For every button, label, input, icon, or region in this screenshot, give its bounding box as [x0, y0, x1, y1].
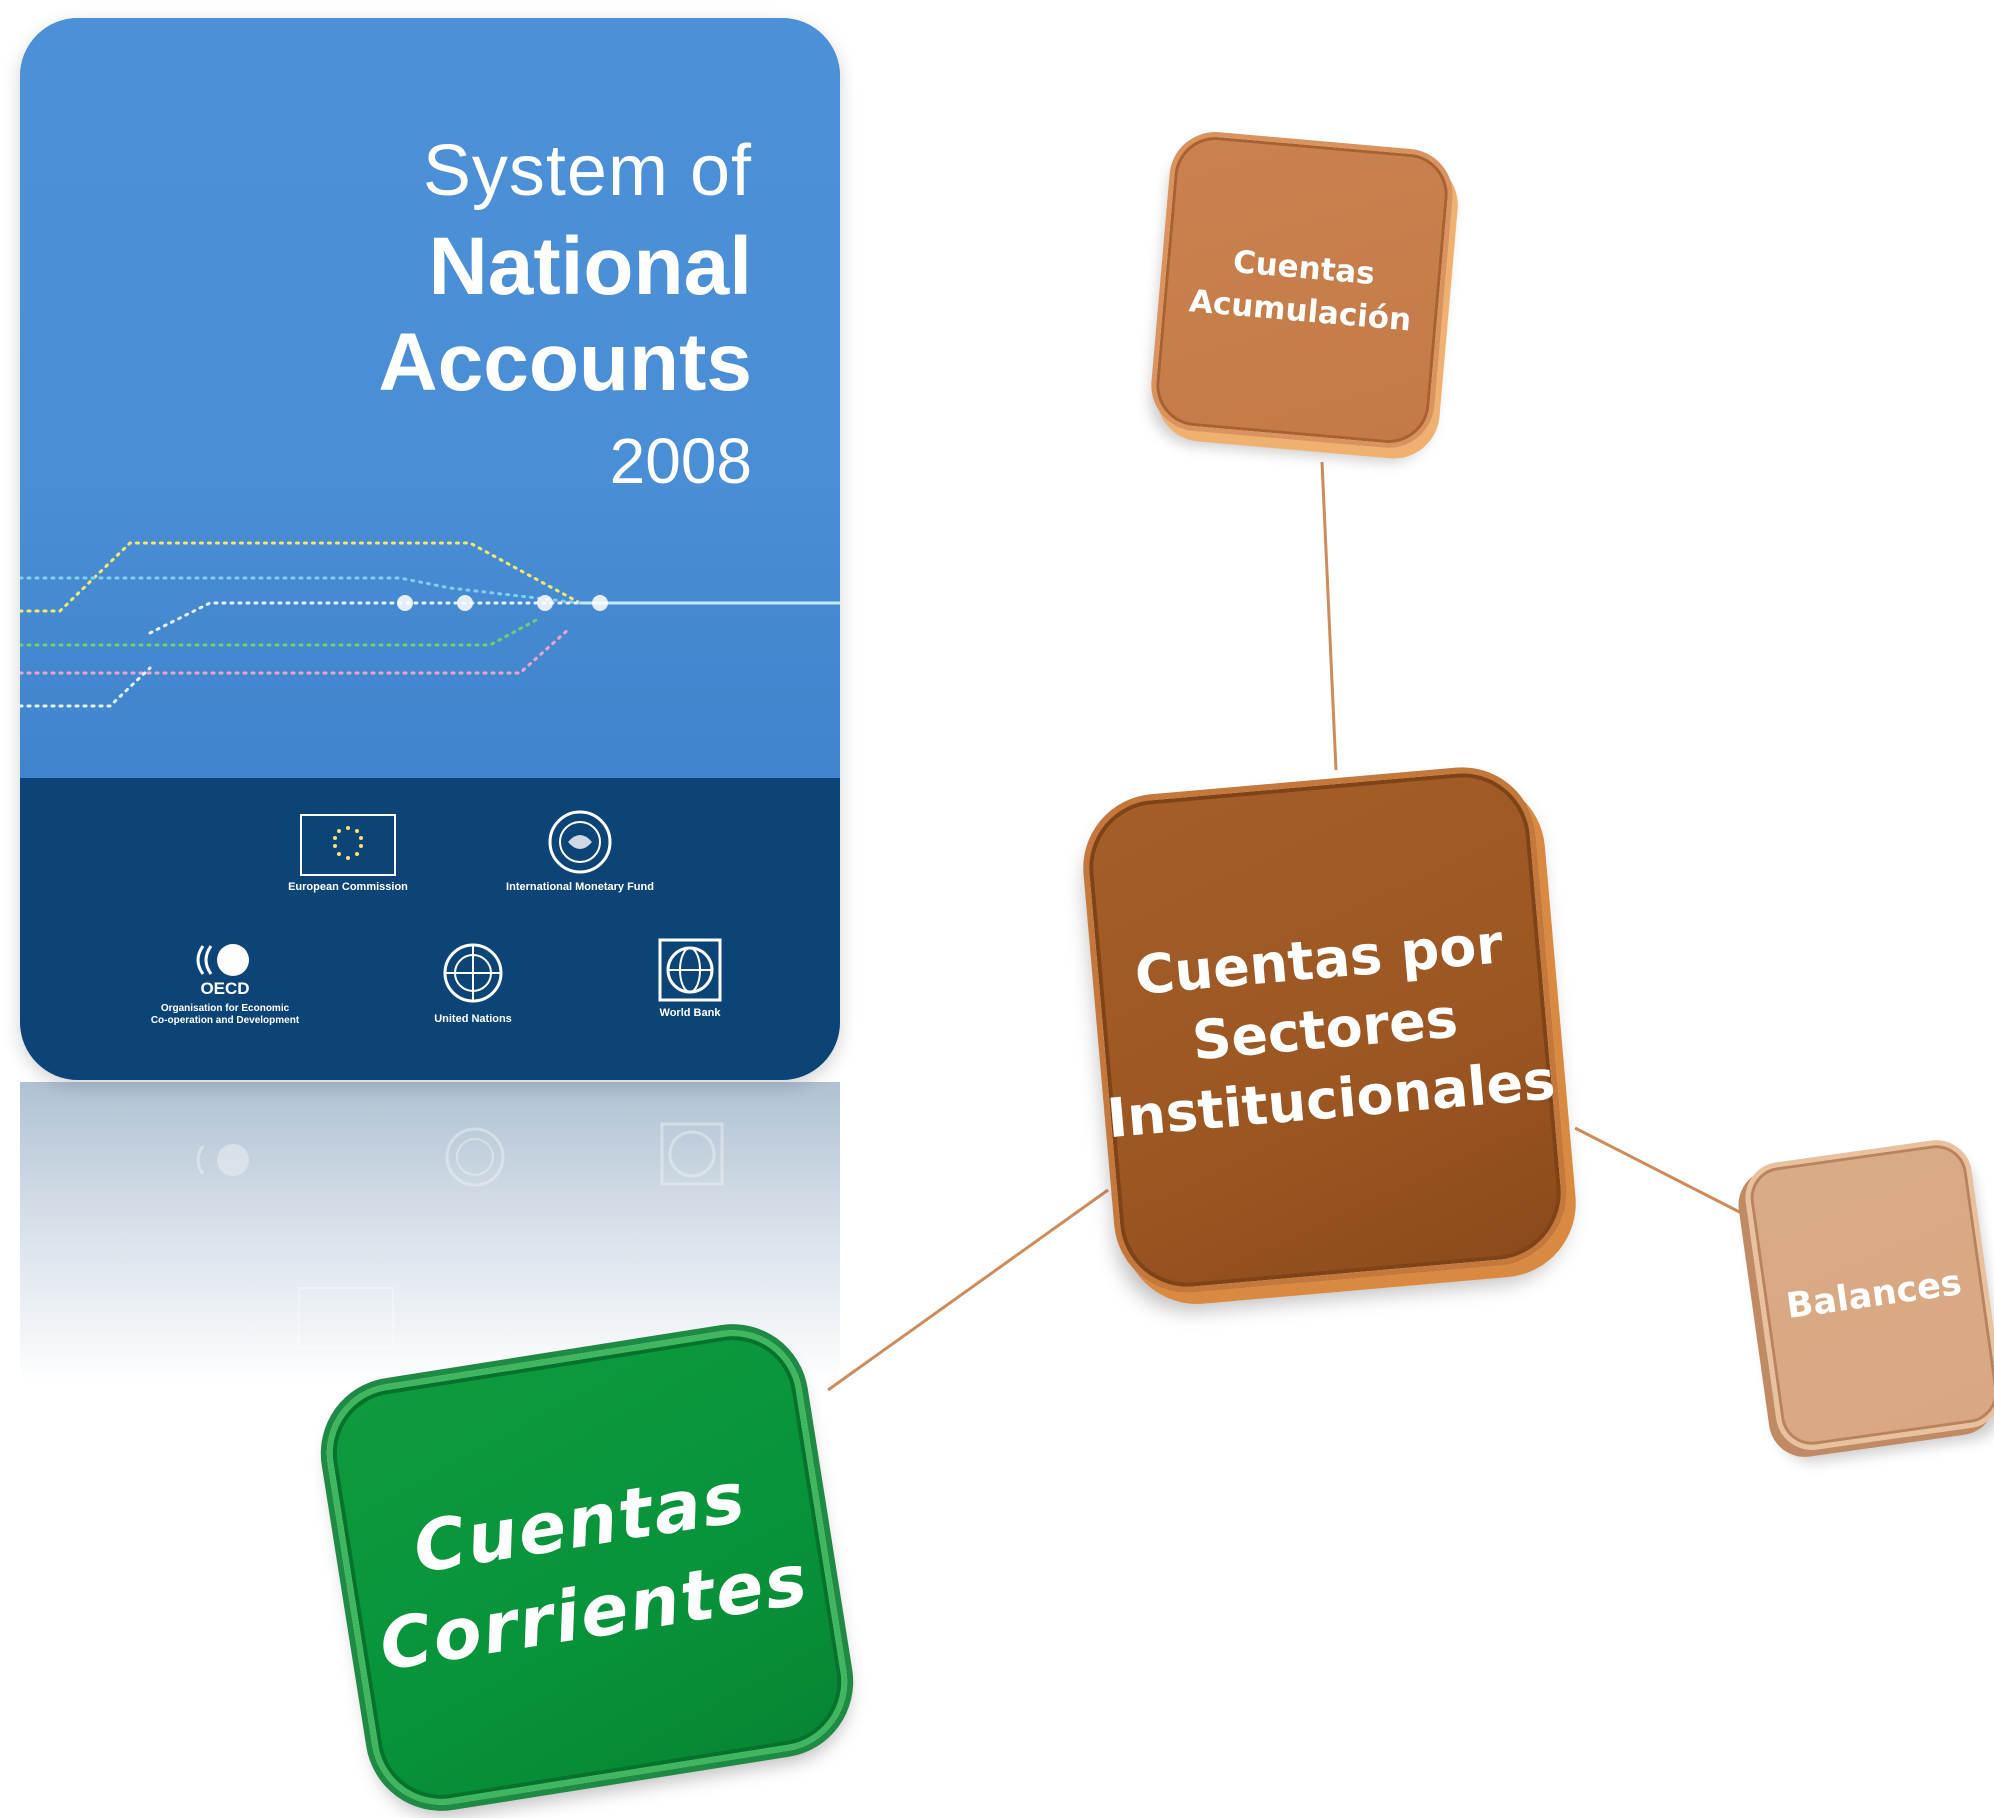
node-cuentas-acumulacion: Cuentas Acumulación [1147, 128, 1457, 452]
oecd-logo: OECD Organisation for Economic Co-operat… [120, 938, 330, 1027]
imf-seal-icon [548, 810, 612, 874]
united-nations-logo: United Nations [403, 938, 543, 1026]
node-cuentas-por-sectores-institucionales: Cuentas por Sectores Institucionales [1077, 761, 1573, 1299]
united-nations-caption: United Nations [434, 1013, 512, 1025]
cover-top-panel [20, 18, 840, 778]
node-cuentas-corrientes-label: Cuentas Corrientes [374, 1455, 815, 1687]
node-center-label: Cuentas por Sectores Institucionales [1104, 912, 1558, 1151]
oecd-logo-icon: OECD [196, 944, 250, 998]
oecd-mark: OECD [200, 979, 249, 998]
european-commission-caption: European Commission [288, 881, 408, 893]
world-bank-logo: World Bank [630, 938, 750, 1020]
book-cover: System of National Accounts 2008 [20, 18, 840, 1080]
node-cuentas-acumulacion-label: Cuentas Acumulación [1187, 243, 1413, 339]
un-emblem-reflection-icon [445, 1127, 505, 1187]
connector-center-to-right [1574, 1126, 1766, 1227]
cover-title-line-3: Accounts [378, 317, 752, 408]
european-commission-logo: European Commission [268, 814, 428, 894]
connector-center-to-top [1320, 461, 1338, 771]
cover-year: 2008 [609, 425, 752, 497]
node-cuentas-corrientes: Cuentas Corrientes [316, 1320, 858, 1815]
eu-flag-icon [300, 814, 396, 876]
cover-track-lines-graphic [20, 541, 840, 708]
cover-bottom-panel [20, 778, 840, 1080]
node-balances: Balances [1740, 1135, 1994, 1455]
cover-title-line-1: System of [422, 131, 752, 211]
connector-center-to-left [827, 1188, 1109, 1392]
oecd-reflection-icon [196, 1144, 249, 1176]
eu-flag-reflection-icon [298, 1287, 394, 1349]
oecd-caption: Organisation for Economic Co-operation a… [150, 1003, 300, 1026]
un-emblem-icon [443, 943, 503, 1003]
cover-title-line-2: National [428, 221, 752, 312]
node-balances-label: Balances [1783, 1262, 1965, 1328]
world-bank-reflection-icon [660, 1122, 724, 1186]
world-bank-logo-icon [658, 938, 722, 1002]
world-bank-caption: World Bank [659, 1007, 721, 1019]
imf-caption: International Monetary Fund [506, 881, 654, 893]
imf-logo: International Monetary Fund [475, 808, 685, 894]
